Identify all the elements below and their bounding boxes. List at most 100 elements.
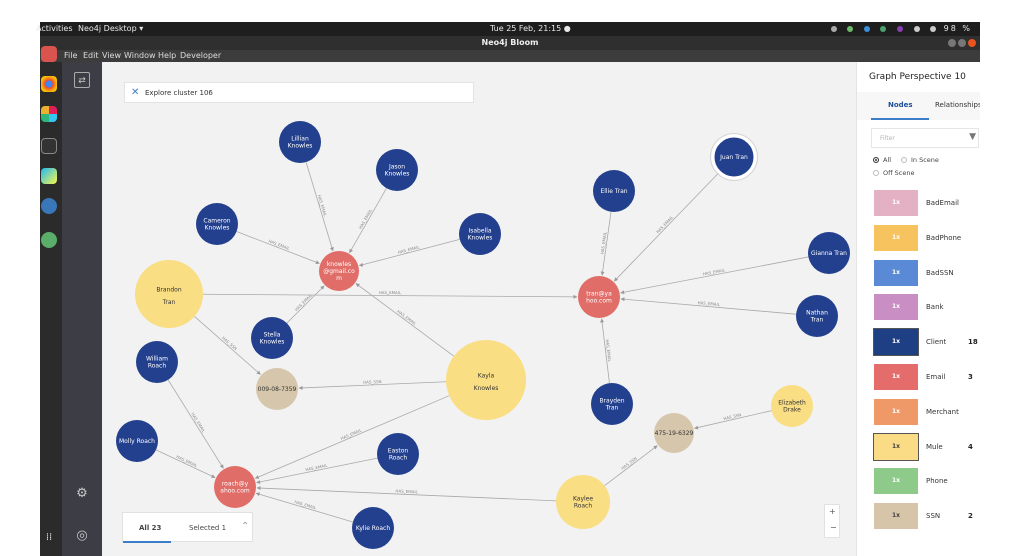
radio-in-scene[interactable]: In Scene	[901, 156, 939, 164]
maximize-icon[interactable]	[958, 39, 966, 47]
node-circle[interactable]	[196, 203, 238, 245]
node-circle[interactable]	[556, 475, 610, 529]
node-circle[interactable]	[251, 317, 293, 359]
node-circle[interactable]	[319, 251, 359, 291]
node-circle[interactable]	[279, 121, 321, 163]
zoom-out-button[interactable]: −	[830, 523, 837, 532]
category-swatch[interactable]: 1x	[874, 190, 918, 216]
node-circle[interactable]	[116, 420, 158, 462]
node-circle[interactable]	[654, 413, 694, 453]
node-knowlesmail[interactable]: knowles@gmail.com	[319, 251, 359, 291]
node-gianna[interactable]: Gianna Tran	[808, 232, 850, 274]
perspective-icon[interactable]: ⇄	[74, 72, 90, 88]
node-circle[interactable]	[136, 341, 178, 383]
minimize-icon[interactable]	[948, 39, 956, 47]
radio-off-scene[interactable]: Off Scene	[873, 169, 914, 177]
filter-icon[interactable]: ▼	[969, 132, 976, 142]
node-circle[interactable]	[808, 232, 850, 274]
node-circle[interactable]	[376, 149, 418, 191]
node-circle[interactable]	[214, 466, 256, 508]
show-apps-icon[interactable]: ⁞⁞	[45, 532, 53, 543]
node-circle[interactable]	[256, 368, 298, 410]
filter-input[interactable]: Filter ▼	[871, 128, 979, 148]
tab-all[interactable]: All 23	[123, 513, 171, 543]
edge-kayla-knowlesmail[interactable]	[355, 283, 455, 357]
search-bar[interactable]: ✕ Explore cluster 106	[124, 82, 474, 103]
radio-all[interactable]: All	[873, 156, 891, 164]
edge-william-roachmail[interactable]	[167, 379, 224, 469]
chrome-icon[interactable]	[41, 76, 57, 92]
edge-elizabeth-ssn2[interactable]	[694, 410, 772, 430]
menu-file[interactable]: File	[64, 51, 78, 60]
menu-edit[interactable]: Edit	[83, 51, 99, 60]
edge-easton-roachmail[interactable]	[256, 457, 378, 484]
node-circle[interactable]	[459, 213, 501, 255]
webstorm-icon[interactable]	[41, 168, 57, 184]
menu-developer[interactable]: Developer	[180, 51, 222, 60]
neo4j-icon[interactable]	[41, 198, 57, 214]
terminal-icon[interactable]	[41, 138, 57, 154]
edge-kaylee-ssn2[interactable]	[604, 445, 658, 487]
node-circle[interactable]	[377, 433, 419, 475]
node-juan[interactable]: Juan Tran	[710, 133, 758, 181]
edge-kaylee-roachmail[interactable]	[256, 486, 557, 502]
node-ssn1[interactable]: 009-08-7359	[256, 368, 298, 410]
edge-gianna-tranmail[interactable]	[620, 256, 809, 295]
chevron-up-icon[interactable]: ⌃	[241, 521, 250, 532]
clock[interactable]: Tue 25 Feb, 21:15 ●	[490, 24, 571, 33]
tab-nodes[interactable]: Nodes	[871, 92, 929, 120]
slack-icon[interactable]	[41, 106, 57, 122]
edge-isabella-knowlesmail[interactable]	[358, 238, 460, 267]
files-icon[interactable]	[41, 46, 57, 62]
node-circle[interactable]	[591, 383, 633, 425]
menu-help[interactable]: Help	[158, 51, 177, 60]
zoom-in-button[interactable]: +	[829, 507, 836, 516]
edge-juan-tranmail[interactable]	[613, 171, 720, 282]
node-ellie[interactable]: Ellie Tran	[593, 170, 635, 212]
edge-kayla-ssn1[interactable]	[298, 381, 447, 390]
gear-icon[interactable]: ⚙	[76, 486, 88, 501]
category-swatch[interactable]: 1x	[873, 432, 919, 461]
search-input[interactable]: Explore cluster 106	[145, 89, 213, 97]
category-swatch[interactable]: 1x	[874, 468, 918, 495]
edge-ellie-tranmail[interactable]	[600, 211, 612, 276]
edge-jason-knowlesmail[interactable]	[349, 188, 387, 254]
node-circle[interactable]	[711, 134, 757, 180]
menu-window[interactable]: Window	[124, 51, 156, 60]
node-circle[interactable]	[578, 276, 620, 318]
node-circle[interactable]	[771, 385, 813, 427]
edge-brandon-tranmail[interactable]	[202, 293, 578, 299]
edge-cameron-knowlesmail[interactable]	[236, 231, 320, 265]
menu-view[interactable]: View	[102, 51, 121, 60]
system-tray[interactable]: 98 %	[828, 24, 972, 33]
neo4j-logo-icon[interactable]: ◎	[76, 528, 88, 543]
category-swatch[interactable]: 1x	[874, 398, 918, 425]
edge-stella-knowlesmail[interactable]	[286, 285, 325, 324]
category-swatch[interactable]: 1x	[874, 224, 918, 251]
category-swatch[interactable]: 1x	[874, 364, 918, 390]
app-icon[interactable]	[41, 232, 57, 248]
category-swatch[interactable]: 1x	[874, 503, 918, 530]
node-circle[interactable]	[446, 340, 526, 420]
